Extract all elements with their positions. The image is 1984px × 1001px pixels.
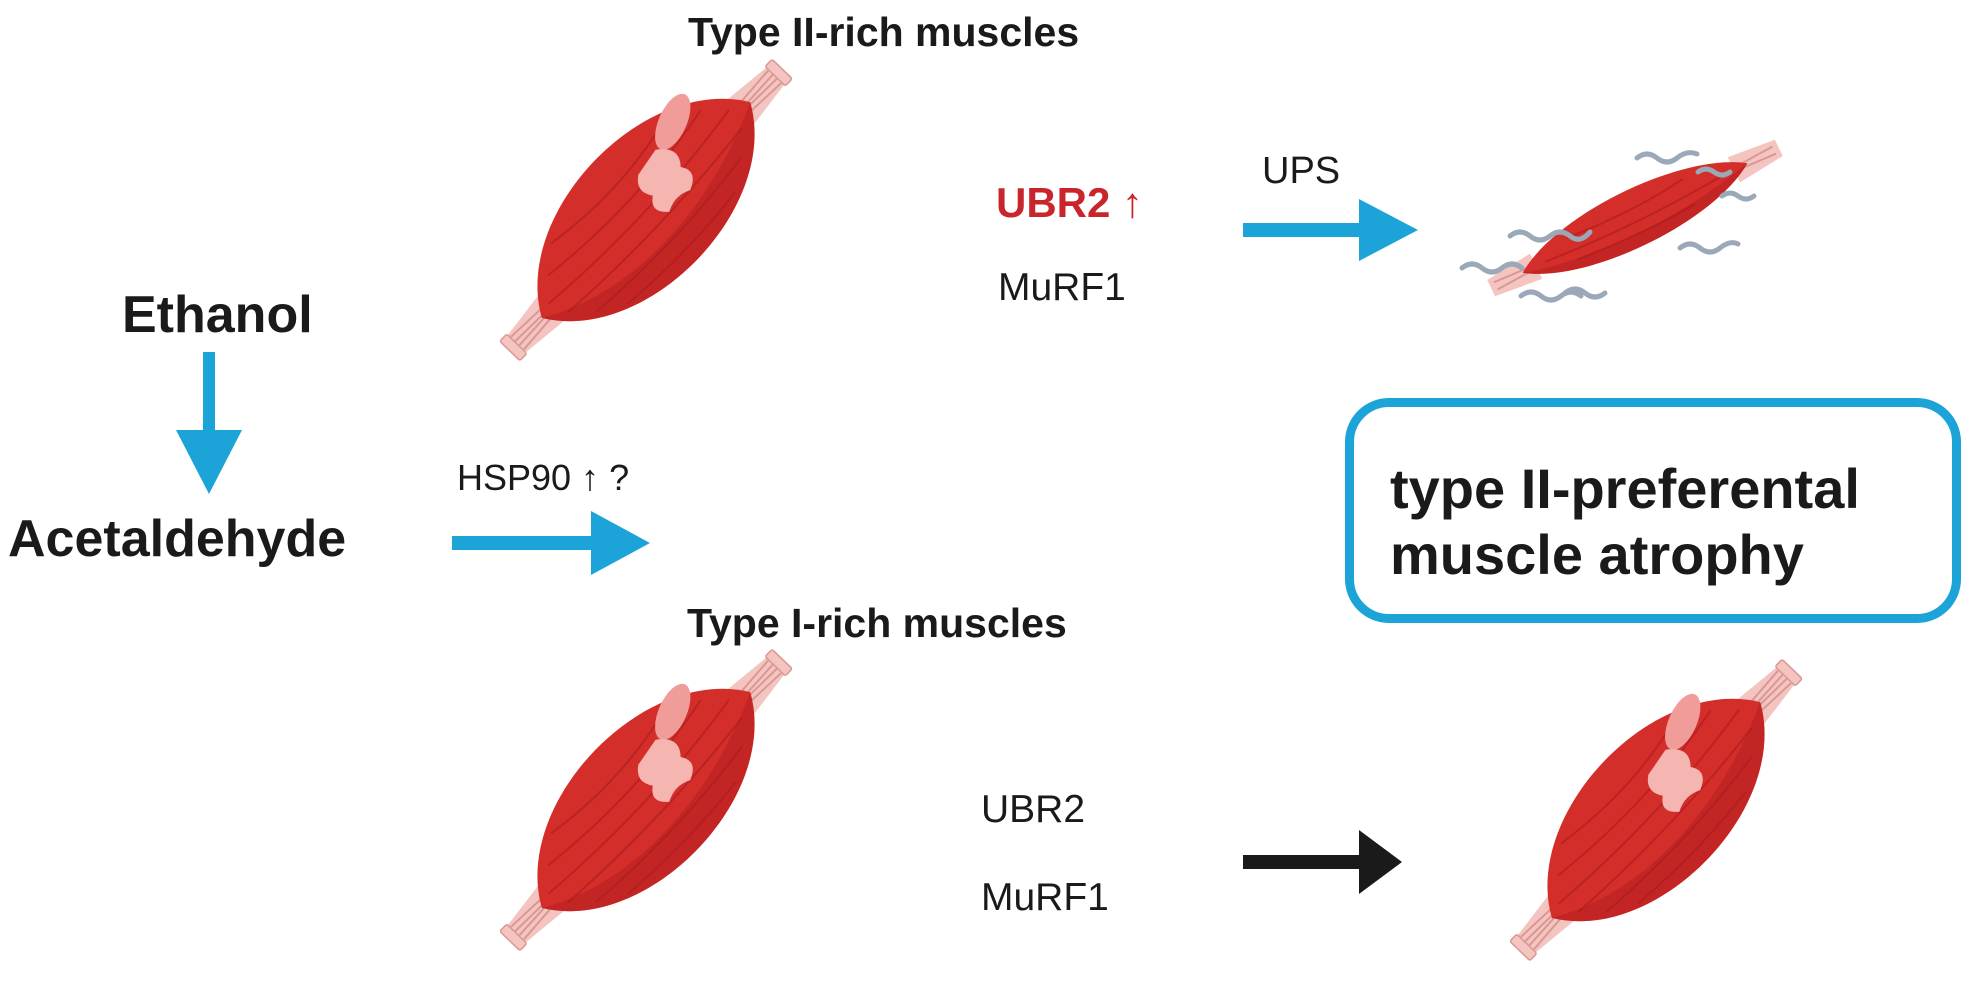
type1-ubr2-label: UBR2 (981, 788, 1086, 831)
type2-ubr2-label: UBR2 ↑ (996, 179, 1144, 226)
hsp90-label: HSP90 ↑ ? (457, 457, 630, 498)
summary-line-2: muscle atrophy (1390, 523, 1804, 587)
acetaldehyde-label: Acetaldehyde (8, 510, 347, 568)
type1-muscle-icon (457, 608, 835, 992)
type2-rich-muscles-title: Type II-rich muscles (688, 9, 1080, 55)
atrophied-muscle-icon (1477, 121, 1793, 315)
acetaldehyde-arrow-icon (452, 511, 650, 575)
type1-arrow-icon (1243, 830, 1402, 894)
type1-rich-muscles-title: Type I-rich muscles (687, 600, 1067, 646)
result-muscle-icon (1467, 618, 1845, 1001)
summary-text: type II-preferental muscle atrophy (1390, 456, 1860, 588)
ups-label: UPS (1262, 150, 1341, 192)
summary-line-1: type II-preferental (1390, 457, 1860, 520)
type1-murf1-label: MuRF1 (981, 876, 1109, 919)
summary-box (1345, 398, 1961, 623)
type2-murf1-label: MuRF1 (998, 266, 1126, 309)
atrophy-wavy-lines (1459, 150, 1757, 303)
ethanol-label: Ethanol (122, 286, 313, 344)
type2-muscle-icon (457, 18, 835, 402)
ups-arrow-icon (1243, 199, 1418, 261)
ethanol-to-acetaldehyde-arrow-icon (176, 352, 242, 494)
